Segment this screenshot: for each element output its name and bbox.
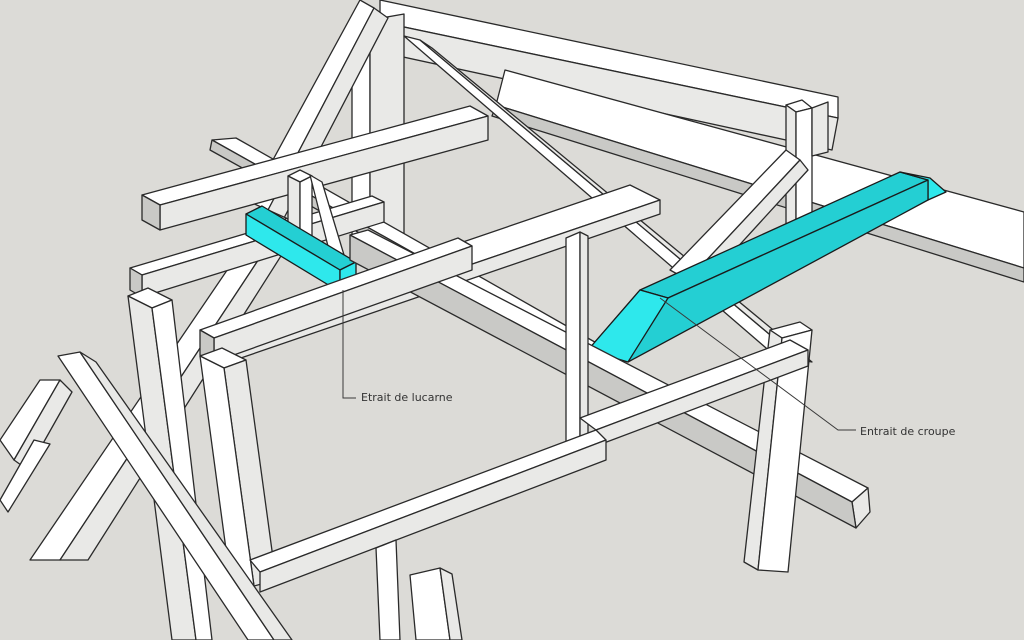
rafter-front-left xyxy=(57,351,293,640)
purlin-upper-left xyxy=(141,105,489,231)
post-front-middle xyxy=(199,347,277,595)
label-entrait-de-croupe: Entrait de croupe xyxy=(860,425,956,438)
label-etrait-de-lucarne: Etrait de lucarne xyxy=(361,391,453,404)
leader-entrait xyxy=(659,297,856,431)
leader-etrait xyxy=(342,290,356,399)
entrait-de-croupe-beam xyxy=(587,171,947,363)
post-bottom-center xyxy=(375,539,463,640)
post-back-right-low xyxy=(565,231,589,459)
jack-rafter-left xyxy=(0,379,73,513)
post-front-right xyxy=(743,321,813,573)
sill-beam-front xyxy=(249,429,607,593)
